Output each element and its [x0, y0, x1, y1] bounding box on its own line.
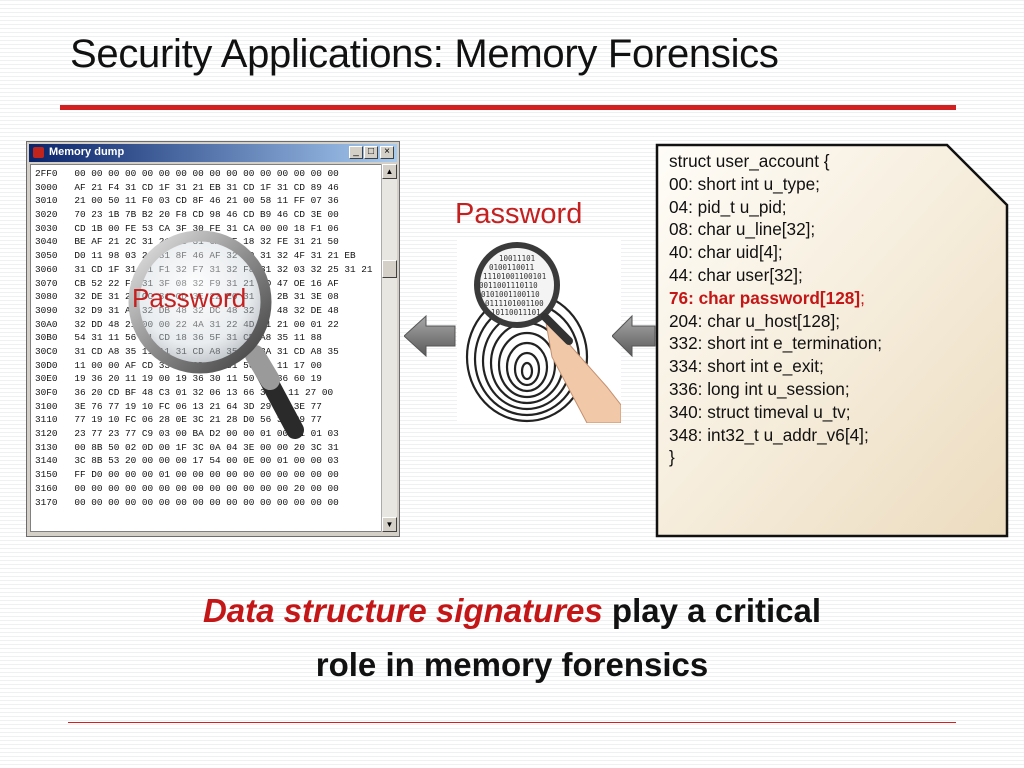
struct-field-line: 40: char uid[4];: [669, 242, 783, 263]
svg-text:0011001110110: 0011001110110: [479, 281, 538, 290]
minimize-button[interactable]: _: [349, 146, 363, 159]
hex-dump-row: 3030 CD 1B 00 FE 53 CA 3F 30 FE 31 CA 00…: [35, 222, 339, 234]
hex-dump-row: 3000 AF 21 F4 31 CD 1F 31 21 EB 31 CD 1F…: [35, 181, 339, 193]
struct-field-line: 348: int32_t u_addr_v6[4];: [669, 424, 869, 445]
hex-dump-row: 3160 00 00 00 00 00 00 00 00 00 00 00 00…: [35, 482, 339, 494]
caption-line-2: role in memory forensics: [315, 646, 709, 683]
hex-dump-row: 3170 00 00 00 00 00 00 00 00 00 00 00 00…: [35, 496, 339, 508]
close-button[interactable]: ×: [380, 146, 394, 159]
struct-field-line: 332: short int e_termination;: [669, 333, 883, 354]
scroll-thumb[interactable]: [382, 260, 397, 278]
svg-text:0101001100110: 0101001100110: [481, 290, 540, 299]
struct-field-line: 44: char user[32];: [669, 264, 803, 285]
hex-dump-row: 3130 00 8B 50 02 0D 00 1F 3C 0A 04 3E 00…: [35, 441, 339, 453]
hex-dump-row: 3010 21 00 50 11 F0 03 CD 8F 46 21 00 58…: [35, 195, 339, 207]
window-titlebar[interactable]: Memory dump _ □ ×: [29, 144, 397, 162]
arrow-left-icon: [404, 314, 456, 358]
struct-field-line: 334: short int e_exit;: [669, 356, 824, 377]
svg-text:0100110011: 0100110011: [489, 263, 534, 272]
slide-title: Security Applications: Memory Forensics: [70, 32, 779, 76]
window-title: Memory dump: [49, 146, 125, 158]
magnifying-glass-icon: [128, 230, 304, 439]
hex-dump-row: 3140 3C 8B 53 20 00 00 00 17 54 00 0E 00…: [35, 455, 339, 467]
fingerprint-magnifier-icon: 10011101 0100110011 11101001100101 00110…: [457, 237, 621, 423]
footer-rule: [68, 722, 956, 723]
app-icon: [33, 147, 44, 158]
password-label-fingerprint: Password: [455, 198, 583, 230]
struct-field-line: struct user_account {: [669, 151, 830, 171]
struct-field-line: 204: char u_host[128];: [669, 310, 841, 331]
password-label-lens: Password: [132, 283, 247, 313]
struct-field-line: 336: long int u_session;: [669, 378, 850, 399]
maximize-button[interactable]: □: [364, 146, 378, 159]
struct-field-line: }: [669, 447, 675, 468]
struct-field-line: 00: short int u_type;: [669, 173, 820, 194]
struct-field-line: 08: char u_line[32];: [669, 219, 816, 240]
hex-dump-row: 3120 23 77 23 77 C9 03 00 BA D2 00 00 01…: [35, 428, 339, 440]
hex-dump-row: 3020 70 23 1B 7B B2 20 F8 CD 98 46 CD B9…: [35, 209, 339, 221]
struct-definition: struct user_account {00: short int u_typ…: [669, 151, 883, 468]
struct-field-line: 340: struct timeval u_tv;: [669, 401, 851, 422]
hex-dump-row: 3150 FF D0 00 00 00 01 00 00 00 00 00 00…: [35, 469, 339, 481]
vertical-scrollbar[interactable]: ▲ ▼: [381, 164, 397, 532]
svg-text:10011101: 10011101: [499, 254, 535, 263]
svg-text:0111101001100: 0111101001100: [485, 299, 544, 308]
arrow-left-icon-2: [612, 314, 656, 358]
struct-note-card: [655, 143, 1009, 538]
svg-text:10110011101: 10110011101: [491, 308, 541, 317]
svg-text:11101001100101: 11101001100101: [483, 272, 546, 281]
title-underline: [60, 105, 956, 110]
scroll-up-arrow-icon[interactable]: ▲: [382, 164, 397, 179]
caption-line-1: Data structure signatures play a critica…: [202, 592, 822, 629]
scroll-down-arrow-icon[interactable]: ▼: [382, 517, 397, 532]
password-field-highlight: 76: char password[128]: [669, 287, 861, 308]
struct-field-line: 04: pid_t u_pid;: [669, 196, 787, 217]
hex-dump-row: 2FF0 00 00 00 00 00 00 00 00 00 00 00 00…: [35, 168, 339, 179]
